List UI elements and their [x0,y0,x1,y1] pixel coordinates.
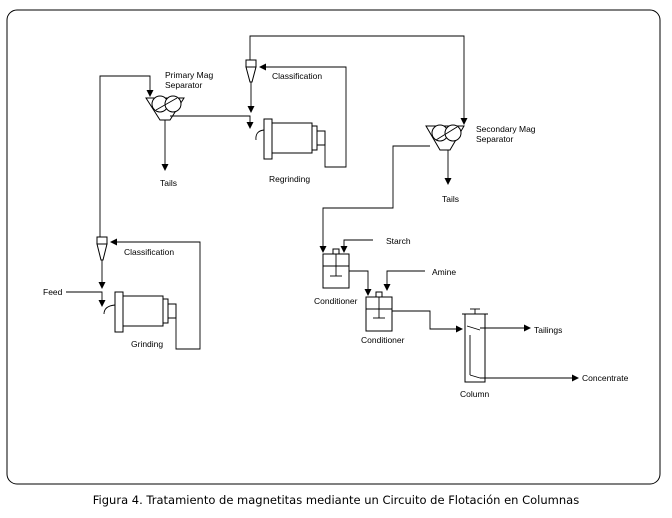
label-feed: Feed [43,287,63,297]
flotation-column [462,308,488,383]
label-starch: Starch [386,236,411,246]
label-column: Column [460,389,490,399]
label-concentrate: Concentrate [582,373,629,383]
label-primary-mag-separator: Primary Mag Separator [165,70,214,90]
label-grinding: Grinding [131,339,164,349]
top-cyclone-overflow [249,35,468,125]
conditioner-1-tank [322,248,350,289]
label-tails-secondary: Tails [442,194,460,204]
label-secondary-mag-separator: Secondary Mag Separator [476,124,536,144]
label-tails-primary: Tails [160,178,178,188]
bottom-cyclone [96,236,108,261]
label-classification-bottom: Classification [124,247,175,257]
bottom-cyclone-overflow [99,75,154,237]
label-classification-top: Classification [272,71,323,81]
secondary-mag-separator [425,124,465,151]
label-conditioner-2: Conditioner [361,335,405,345]
feed-line [66,291,106,307]
conditioner-transfer-line [349,270,372,296]
primary-mag-separator [145,95,185,121]
primary-concentrate-line [170,115,254,129]
regrinding-mill [255,118,326,160]
label-amine: Amine [432,267,457,277]
column-feed-line [392,310,463,333]
starch-line [340,239,373,253]
label-tailings: Tailings [534,325,563,335]
secondary-concentrate-line [319,145,430,253]
label-regrinding: Regrinding [269,174,311,184]
regrinding-recycle-line [259,63,347,168]
label-conditioner-1: Conditioner [314,296,358,306]
grinding-recycle-line [110,238,201,350]
diagram-border [6,9,661,485]
top-cyclone [245,59,257,83]
figure-caption: Figura 4. Tratamiento de magnetitas medi… [92,493,580,507]
conditioner-2-tank [365,291,393,332]
amine-line [383,270,425,291]
grinding-mill [103,291,177,333]
